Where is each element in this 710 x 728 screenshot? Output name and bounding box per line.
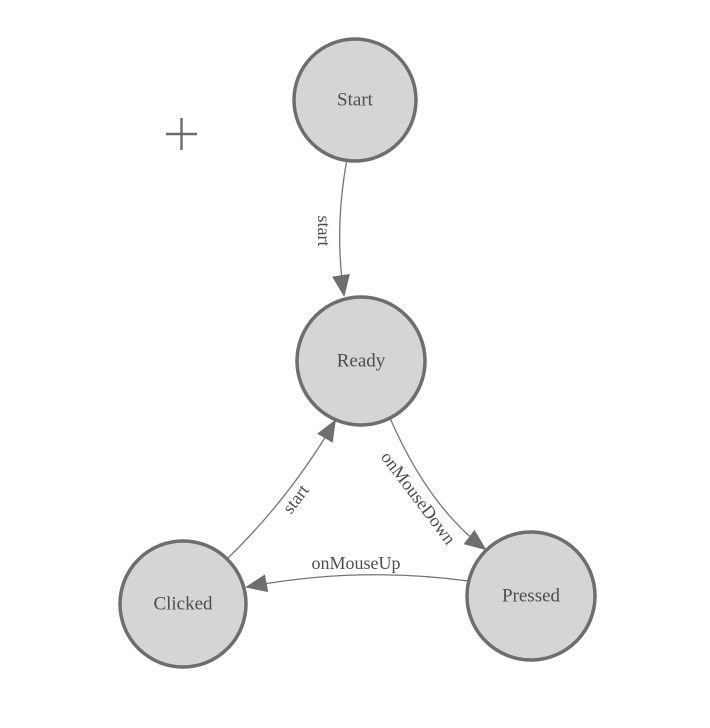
edge-start-to-ready[interactable] [332, 158, 350, 297]
node-pressed-label: Pressed [502, 585, 561, 606]
node-clicked-circle[interactable] [118, 539, 248, 669]
edge-label-ready-to-pressed: onMouseDown [377, 448, 460, 549]
edge-label-start-to-ready: start [314, 216, 334, 247]
node-start-label: Start [337, 89, 374, 110]
node-pressed-circle[interactable] [465, 530, 597, 662]
node-clicked[interactable]: Clicked [118, 539, 248, 669]
node-ready[interactable]: Ready [295, 295, 427, 427]
edge-label-pressed-to-clicked: onMouseUp [312, 553, 401, 573]
node-start[interactable]: Start [292, 37, 418, 163]
node-start-circle[interactable] [292, 37, 418, 163]
edge-pressed-to-clicked[interactable] [245, 574, 469, 593]
edge-clicked-to-ready[interactable] [226, 419, 337, 560]
node-ready-label: Ready [337, 350, 386, 371]
edge-label-clicked-to-ready: start [278, 480, 313, 517]
node-clicked-label: Clicked [153, 593, 213, 614]
node-ready-circle[interactable] [295, 295, 427, 427]
crosshair-cursor-icon [166, 118, 197, 150]
edge-ready-to-pressed[interactable] [389, 417, 487, 551]
node-pressed[interactable]: Pressed [465, 530, 597, 662]
